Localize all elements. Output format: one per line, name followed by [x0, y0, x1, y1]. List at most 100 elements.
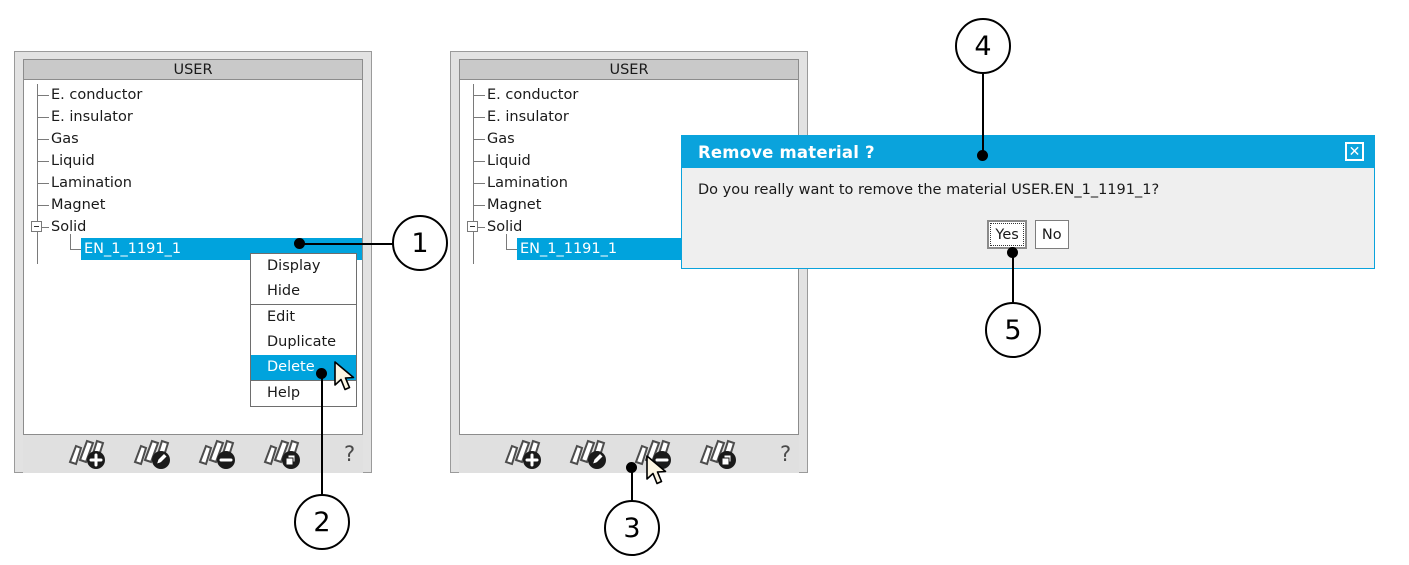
tree-item-magnet[interactable]: Magnet: [24, 194, 362, 216]
tree-item-e-conductor[interactable]: E. conductor: [24, 84, 362, 106]
context-menu-item-help[interactable]: Help: [267, 385, 301, 401]
tree-item-label: E. insulator: [487, 109, 569, 125]
panel-2-toolbar: ?: [459, 435, 799, 473]
tree-branch-line: [70, 249, 81, 250]
collapse-expander-icon[interactable]: [31, 221, 42, 232]
context-menu-item-display[interactable]: Display: [267, 258, 321, 274]
dialog-title: Remove material ?: [698, 142, 875, 162]
tree-branch-line: [478, 227, 485, 228]
delete-material-icon[interactable]: [197, 434, 243, 474]
context-menu-item-hide[interactable]: Hide: [267, 283, 301, 299]
tree-branch-line: [42, 227, 49, 228]
callout-4-leader: [982, 74, 984, 154]
callout-1: 1: [392, 215, 448, 271]
remove-material-dialog: Remove material ? ✕ Do you really want t…: [681, 135, 1375, 269]
callout-2-anchor-dot: [316, 368, 327, 379]
dialog-message: Do you really want to remove the materia…: [698, 182, 1160, 198]
tree-branch-line: [473, 161, 485, 162]
mouse-cursor-1: [333, 361, 359, 397]
close-icon[interactable]: ✕: [1345, 142, 1364, 161]
tree-item-label: Liquid: [51, 153, 95, 169]
tree-item-label: Gas: [51, 131, 79, 147]
context-menu-separator: [251, 304, 356, 305]
tree-branch-line: [506, 249, 517, 250]
help-icon[interactable]: ?: [344, 441, 356, 466]
tree-branch-line: [506, 234, 507, 249]
callout-5: 5: [985, 302, 1041, 358]
tree-item-label: Magnet: [487, 197, 542, 213]
tree-branch-line: [37, 139, 49, 140]
tree-item-label: Solid: [487, 219, 523, 235]
tree-branch-line: [37, 95, 49, 96]
tree-item-gas[interactable]: Gas: [24, 128, 362, 150]
tree-item-label: Magnet: [51, 197, 106, 213]
tree-item-label: Solid: [51, 219, 87, 235]
tree-branch-line: [70, 234, 71, 249]
tree-item-e-insulator[interactable]: E. insulator: [24, 106, 362, 128]
dialog-title-bar: Remove material ? ✕: [682, 136, 1374, 168]
callout-2-leader: [321, 373, 323, 497]
duplicate-material-icon[interactable]: [698, 434, 744, 474]
edit-material-icon[interactable]: [132, 434, 178, 474]
tree-branch-line: [37, 161, 49, 162]
tree-item-lamination[interactable]: Lamination: [460, 172, 798, 194]
tree-item-label: Gas: [487, 131, 515, 147]
callout-3: 3: [604, 500, 660, 556]
callout-2-label: 2: [313, 506, 331, 538]
tree-item-e-conductor[interactable]: E. conductor: [460, 84, 798, 106]
tree-trunk: [37, 84, 38, 264]
panel-1-toolbar: ?: [23, 435, 363, 473]
tree-item-label: Liquid: [487, 153, 531, 169]
callout-2: 2: [294, 494, 350, 550]
yes-button[interactable]: Yes: [987, 220, 1027, 249]
tree-item-lamination[interactable]: Lamination: [24, 172, 362, 194]
tree-branch-line: [473, 205, 485, 206]
tree-item-solid[interactable]: Solid: [24, 216, 362, 238]
tree-item-label: E. conductor: [51, 87, 143, 103]
tree-branch-line: [473, 183, 485, 184]
tree-item-liquid[interactable]: Liquid: [460, 150, 798, 172]
callout-4-label: 4: [974, 30, 992, 62]
tree-item-solid[interactable]: Solid: [460, 216, 798, 238]
add-material-icon[interactable]: [67, 434, 113, 474]
context-menu-item-edit[interactable]: Edit: [267, 309, 296, 325]
callout-3-label: 3: [623, 512, 641, 544]
tree-item-gas[interactable]: Gas: [460, 128, 798, 150]
no-button[interactable]: No: [1034, 220, 1069, 249]
tree-item-e-insulator[interactable]: E. insulator: [460, 106, 798, 128]
context-menu-item-duplicate[interactable]: Duplicate: [267, 334, 337, 350]
collapse-expander-icon[interactable]: [467, 221, 478, 232]
tree-branch-line: [473, 95, 485, 96]
material-tree-1[interactable]: E. conductor E. insulator Gas Liquid Lam…: [24, 80, 362, 264]
tree-branch-line: [37, 183, 49, 184]
edit-material-icon[interactable]: [568, 434, 614, 474]
callout-4: 4: [955, 18, 1011, 74]
tree-branch-line: [37, 117, 49, 118]
tree-branch-line: [473, 117, 485, 118]
material-tree-2[interactable]: E. conductor E. insulator Gas Liquid Lam…: [460, 80, 798, 264]
callout-3-leader: [631, 467, 633, 502]
callout-1-label: 1: [411, 227, 429, 259]
callout-1-leader: [299, 243, 395, 245]
tree-branch-line: [37, 205, 49, 206]
duplicate-material-icon[interactable]: [262, 434, 308, 474]
callout-5-leader: [1012, 252, 1014, 304]
tree-item-label: EN_1_1191_1: [84, 241, 182, 257]
tree-branch-line: [473, 139, 485, 140]
add-material-icon[interactable]: [503, 434, 549, 474]
tree-item-magnet[interactable]: Magnet: [460, 194, 798, 216]
dialog-body: Do you really want to remove the materia…: [682, 168, 1374, 268]
tree-item-label: Lamination: [487, 175, 568, 191]
panel-2-header: USER: [459, 59, 799, 80]
panel-1-title: USER: [173, 61, 213, 78]
tree-item-label: E. conductor: [487, 87, 579, 103]
callout-4-anchor-dot: [977, 150, 988, 161]
callout-3-anchor-dot: [626, 462, 637, 473]
help-icon[interactable]: ?: [780, 441, 792, 466]
panel-2-title: USER: [609, 61, 649, 78]
tree-item-label: Lamination: [51, 175, 132, 191]
tree-item-label: EN_1_1191_1: [520, 241, 618, 257]
panel-1-header: USER: [23, 59, 363, 80]
tree-item-liquid[interactable]: Liquid: [24, 150, 362, 172]
callout-5-anchor-dot: [1007, 247, 1018, 258]
